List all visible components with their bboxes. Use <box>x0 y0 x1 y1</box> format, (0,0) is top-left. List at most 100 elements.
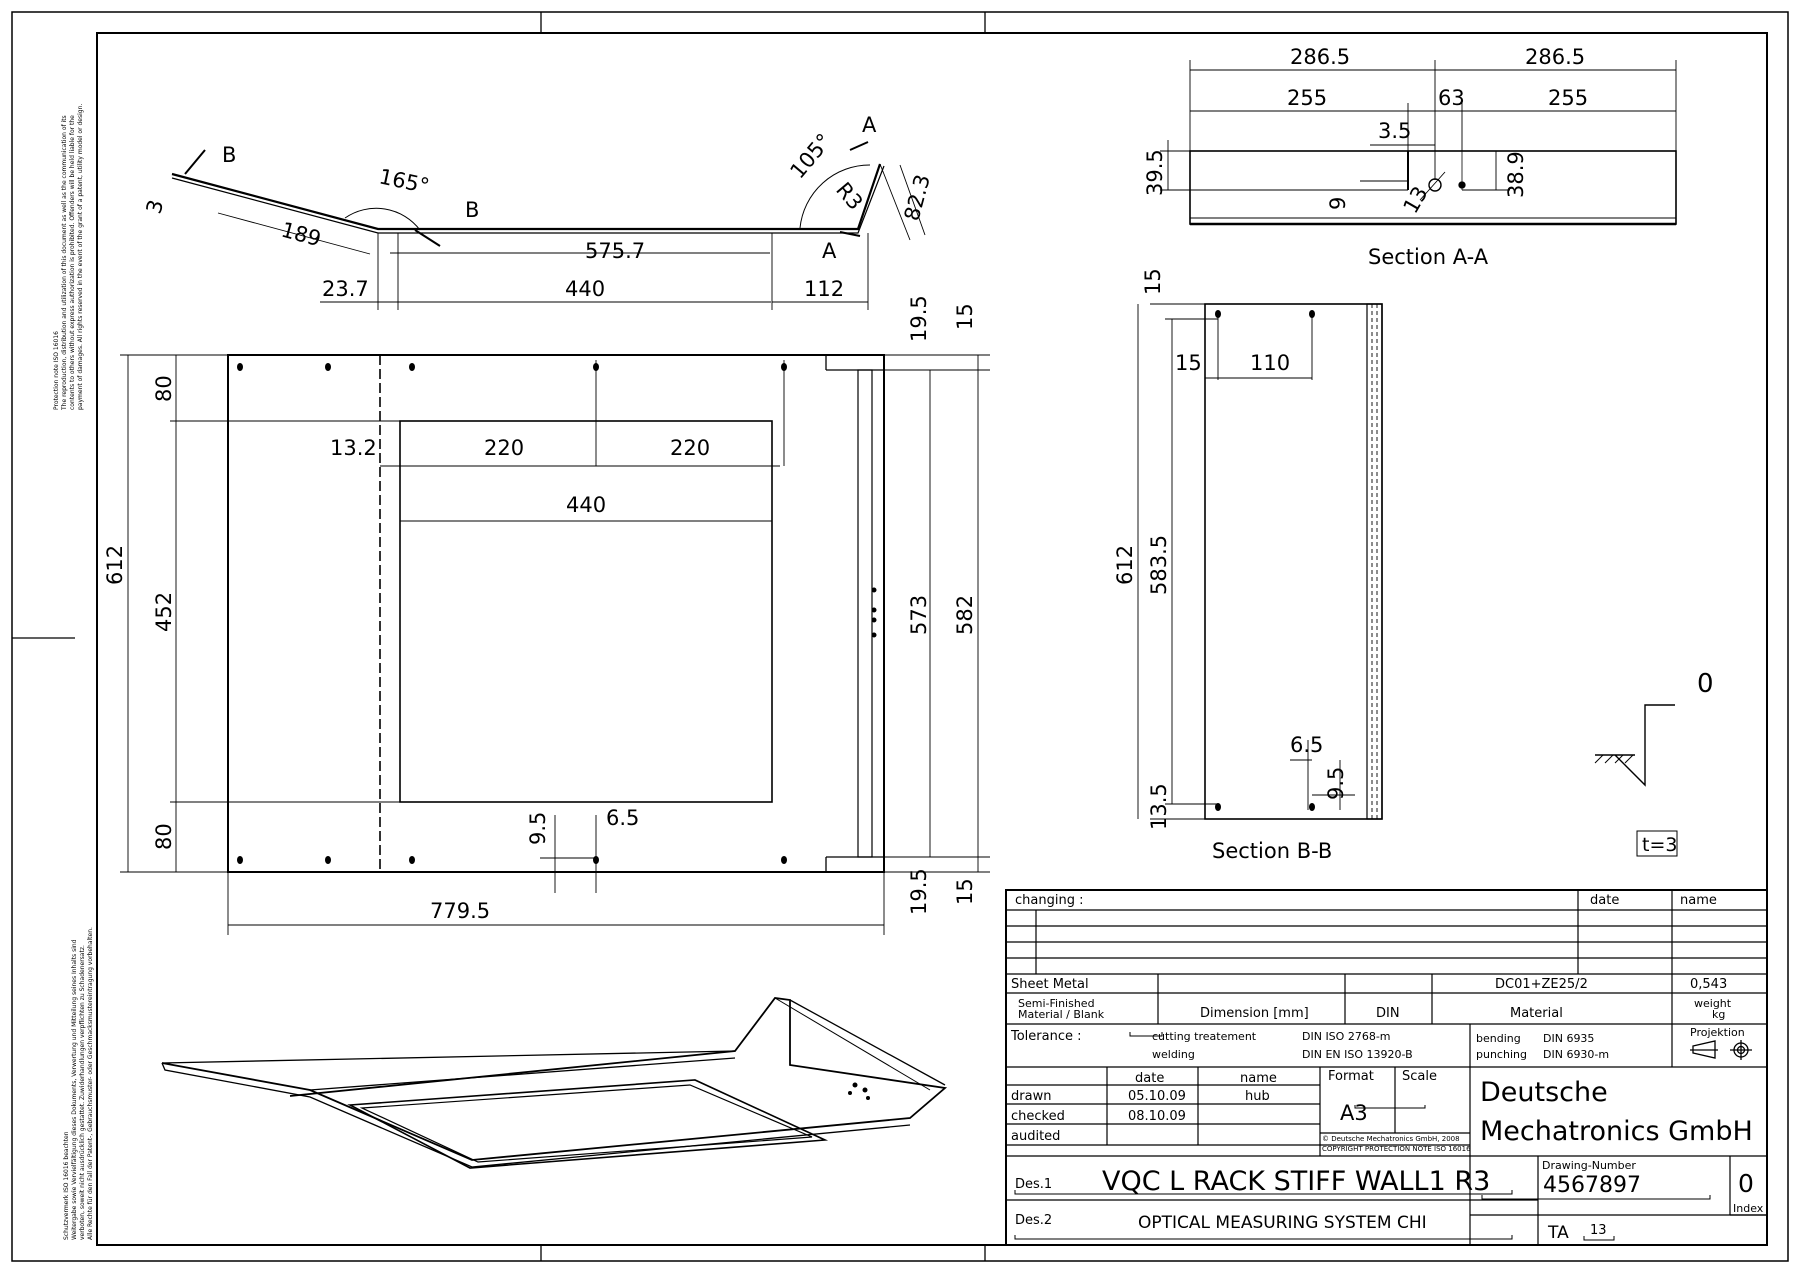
svg-text:Protection note ISO 16016: Protection note ISO 16016 <box>53 331 60 410</box>
cutting-std: DIN ISO 2768-m <box>1302 1030 1391 1043</box>
title-block <box>1005 889 1768 1246</box>
side-view <box>171 141 926 310</box>
svg-text:contents to others without exp: contents to others without express autho… <box>69 115 76 410</box>
weight-unit: kg <box>1712 1008 1725 1021</box>
drawing-number: 4567897 <box>1543 1173 1641 1198</box>
front-view <box>120 354 990 935</box>
checked-label: checked <box>1011 1109 1065 1124</box>
isometric-holes <box>848 1082 870 1100</box>
dim-19-5-bottom: 19.5 <box>907 868 931 915</box>
dim-582: 582 <box>953 595 977 635</box>
front-view-dimensions: 80 612 452 80 13.2 220 220 440 9.5 6.5 7… <box>103 295 977 923</box>
dim-13-5: 13.5 <box>1147 783 1171 830</box>
dim-6-5-front: 6.5 <box>606 806 639 830</box>
dim-165-deg: 165° <box>377 164 431 198</box>
dim-286-5-left: 286.5 <box>1290 45 1350 69</box>
column-name-label: name <box>1240 1071 1277 1086</box>
punching-label: punching <box>1476 1048 1527 1061</box>
section-a-a <box>1160 60 1677 226</box>
ta-value: 13 <box>1590 1223 1607 1238</box>
audited-label: audited <box>1011 1129 1060 1144</box>
side-view-dimensions: 189 3 165° 575.7 105° R3 82.3 23.7 440 1… <box>142 113 935 301</box>
dim-23-7: 23.7 <box>322 277 369 301</box>
din-label: DIN <box>1376 1006 1400 1021</box>
dim-255-right: 255 <box>1548 86 1588 110</box>
svg-text:verboten, soweit nicht ausdrüc: verboten, soweit nicht ausdrücklich gest… <box>79 945 86 1240</box>
title-block-text: changing : date name Sheet Metal Semi-Fi… <box>1010 893 1764 1243</box>
dim-9: 9 <box>1326 197 1350 210</box>
thickness-label: t=3 <box>1642 834 1677 856</box>
company-name-1: Deutsche <box>1480 1077 1608 1108</box>
dim-15-bb-top: 15 <box>1141 268 1165 295</box>
protection-note-de: Schutzvermerk ISO 16016 beachten Weiterg… <box>63 927 94 1240</box>
column-date-label: date <box>1135 1071 1164 1086</box>
dim-440-front: 440 <box>566 493 606 517</box>
material-label: Material <box>1510 1006 1563 1021</box>
changing-label: changing : <box>1015 893 1083 908</box>
dim-612-bb: 612 <box>1113 545 1137 585</box>
dim-583-5: 583.5 <box>1147 535 1171 595</box>
des2-label: Des.2 <box>1015 1213 1052 1228</box>
front-view-holes <box>237 363 877 864</box>
projection-symbol <box>1690 1040 1752 1060</box>
change-name-label: name <box>1680 893 1717 908</box>
weight-value: 0,543 <box>1690 977 1727 992</box>
dim-573: 573 <box>907 595 931 635</box>
svg-text:The reproduction, distribution: The reproduction, distribution and utili… <box>61 115 68 411</box>
svg-text:Weitergabe sowie Vervielfältig: Weitergabe sowie Vervielfältigung dieses… <box>71 939 78 1240</box>
dim-80-bottom: 80 <box>152 823 176 850</box>
drawing-frame <box>11 11 1789 1262</box>
weight-label: weight <box>1694 997 1732 1010</box>
isometric-view <box>161 997 948 1169</box>
dim-19-5-top: 19.5 <box>907 295 931 342</box>
svg-text:payment of damages. All rights: payment of damages. All rights reserved … <box>77 104 84 410</box>
section-a-a-labels: 286.5 286.5 255 63 255 3.5 39.5 9 13 38.… <box>1143 45 1588 269</box>
tolerance-label: Tolerance : <box>1010 1029 1082 1044</box>
format-value: A3 <box>1340 1101 1368 1125</box>
dim-779-5: 779.5 <box>430 899 490 923</box>
designation-1: VQC L RACK STIFF WALL1 R3 <box>1102 1166 1490 1197</box>
dim-13: 13 <box>1399 182 1433 217</box>
change-date-label: date <box>1590 893 1619 908</box>
scale-label: Scale <box>1402 1069 1437 1084</box>
thickness-box <box>1636 830 1678 857</box>
dim-15-bb-left: 15 <box>1175 351 1202 375</box>
punching-std: DIN 6930-m <box>1543 1048 1609 1061</box>
welding-label: welding <box>1152 1048 1195 1061</box>
drawn-label: drawn <box>1011 1089 1051 1104</box>
designation-2: OPTICAL MEASURING SYSTEM CHI <box>1138 1213 1427 1233</box>
index-label: Index <box>1733 1202 1764 1215</box>
copyright-line-1: © Deutsche Mechatronics GmbH, 2008 <box>1322 1135 1460 1143</box>
dim-r3: R3 <box>831 178 867 215</box>
dim-452: 452 <box>152 592 176 632</box>
dim-255-left: 255 <box>1287 86 1327 110</box>
des1-label: Des.1 <box>1015 1177 1052 1192</box>
dim-286-5-right: 286.5 <box>1525 45 1585 69</box>
dim-9-5-bb: 9.5 <box>1324 767 1348 800</box>
section-b-b-title: Section B-B <box>1212 839 1332 863</box>
material-value: DC01+ZE25/2 <box>1495 977 1588 992</box>
sheet-metal-label: Sheet Metal <box>1011 977 1089 992</box>
ta-label: TA <box>1547 1223 1569 1243</box>
dim-3: 3 <box>142 197 169 216</box>
dim-15-bottom: 15 <box>953 878 977 905</box>
cutting-label: cutting treatement <box>1152 1030 1257 1043</box>
dim-220-left: 220 <box>484 436 524 460</box>
protection-note-en: Protection note ISO 16016 The reproducti… <box>53 104 84 411</box>
drawn-date: 05.10.09 <box>1128 1089 1186 1104</box>
dim-80-top: 80 <box>152 375 176 402</box>
dim-112: 112 <box>804 277 844 301</box>
dim-189: 189 <box>279 218 324 252</box>
title-block-underlines <box>1014 1032 1711 1241</box>
dim-6-5-bb: 6.5 <box>1290 733 1323 757</box>
semi-finished-label-2: Material / Blank <box>1018 1008 1105 1021</box>
dim-38-9: 38.9 <box>1504 151 1528 198</box>
copyright-line-2: COPYRIGHT PROTECTION NOTE ISO 16016 <box>1322 1145 1471 1153</box>
drawn-name: hub <box>1245 1089 1270 1104</box>
drawing-number-label: Drawing-Number <box>1542 1159 1636 1172</box>
dim-612-front: 612 <box>103 545 127 585</box>
bending-std: DIN 6935 <box>1543 1032 1594 1045</box>
dim-15-top: 15 <box>953 303 977 330</box>
semi-finished-label-1: Semi-Finished <box>1018 997 1095 1010</box>
